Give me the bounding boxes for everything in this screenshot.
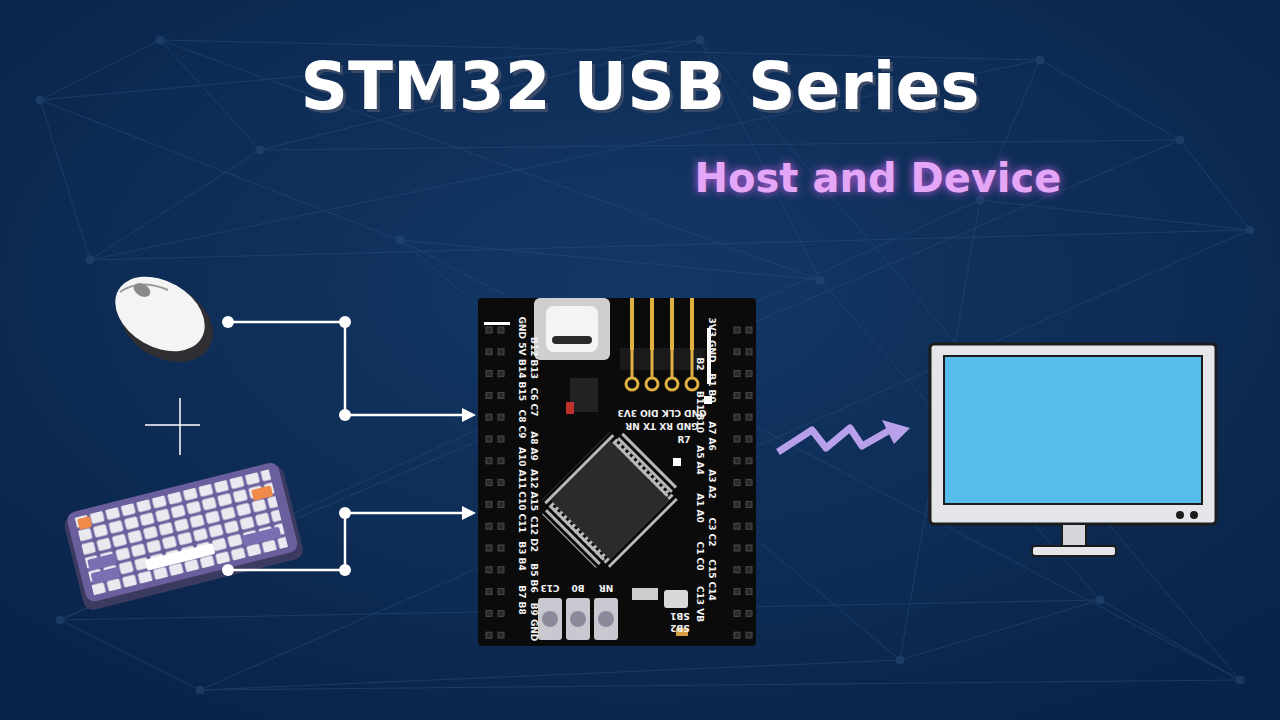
pin-label: A8 A9	[529, 431, 539, 461]
pin-label: SB1	[670, 611, 690, 621]
pin-label: A12 A15	[529, 469, 539, 511]
stm32-board	[478, 298, 756, 646]
pin-label: C13	[540, 583, 559, 593]
pin-label: C10 C11	[517, 491, 527, 532]
keyboard-icon	[62, 460, 305, 612]
signal-arrow	[778, 428, 890, 452]
pin-label: B3 B4	[517, 541, 527, 570]
pin-label: GND 5V	[517, 317, 527, 356]
pin-label: B2	[695, 357, 705, 370]
pin-label: C13 VB	[695, 586, 705, 622]
pin-label: B5 B6	[529, 563, 539, 592]
pin-label: B14 B15	[517, 359, 527, 401]
title: STM32 USB Series	[0, 48, 1280, 125]
pin-label: SB2	[670, 623, 690, 633]
pin-label: A7 A6	[707, 421, 717, 451]
pin-label: A10 A11	[517, 447, 527, 489]
pin-label: B9 GND	[529, 603, 539, 642]
pin-label: A3 A2	[707, 469, 717, 499]
pin-label: B7 B8	[517, 585, 527, 614]
pin-label: A1 A0	[695, 493, 705, 523]
pin-label: C3 C2	[707, 518, 717, 547]
pin-label: GND RX TX NR	[625, 421, 698, 431]
wires	[228, 322, 466, 570]
pin-label: A5 A4	[695, 445, 705, 475]
subtitle: Host and Device	[695, 155, 1062, 201]
monitor-icon	[930, 344, 1216, 556]
pin-label: R7	[677, 435, 690, 445]
pin-label: C12 D2	[529, 516, 539, 552]
pin-label: GND CLK DIO 3V3	[617, 408, 706, 418]
plus-sign	[145, 398, 200, 455]
wire-dots	[222, 316, 476, 576]
pin-label: 3V3 GND	[707, 317, 717, 362]
pin-label: B1 B0	[707, 373, 717, 402]
pin-label: C1 C0	[695, 542, 705, 571]
pin-label: C15 C14	[707, 559, 717, 600]
signal-arrow-head	[882, 420, 910, 444]
pin-label: B12 B13	[529, 337, 539, 379]
pin-label: C6 C7	[529, 388, 539, 417]
mouse-icon	[102, 261, 227, 378]
pin-label: B0	[571, 583, 584, 593]
pin-label: C8 C9	[517, 410, 527, 439]
pin-label: NR	[599, 583, 613, 593]
